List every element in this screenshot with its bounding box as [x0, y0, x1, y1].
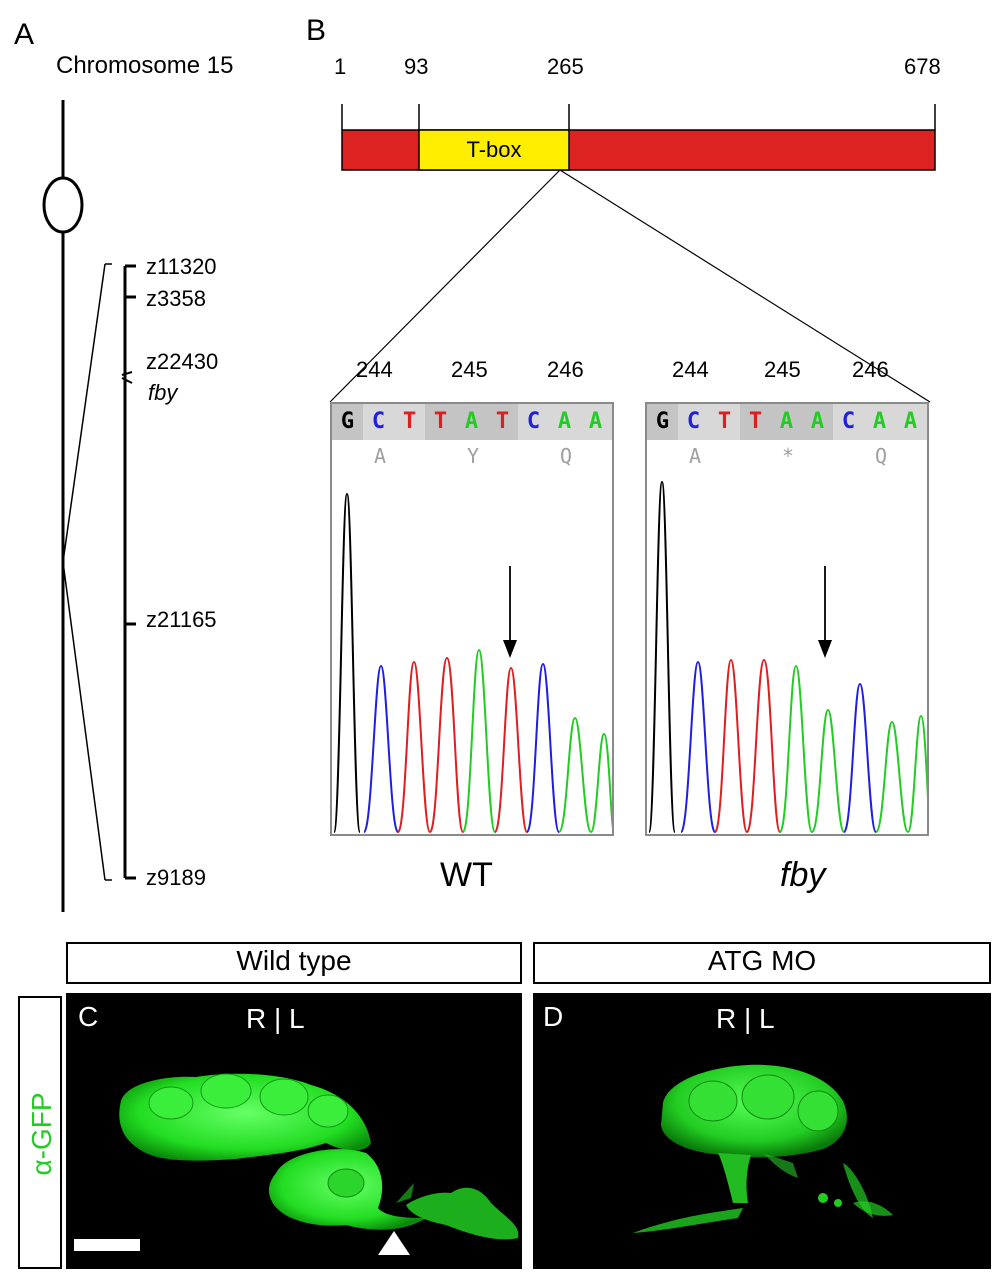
- base-call: C: [841, 409, 856, 434]
- gfp-signal: [74, 1073, 519, 1255]
- base-call: T: [425, 404, 456, 440]
- chromosome-title: Chromosome 15: [56, 52, 234, 79]
- base-call: T: [402, 409, 417, 434]
- stain-label-box: α-GFP: [18, 996, 62, 1269]
- base-call: A: [456, 404, 487, 440]
- base-call: G: [647, 404, 678, 440]
- trace-peaks: [648, 480, 927, 833]
- codon-number: 244: [672, 357, 709, 382]
- stain-label: α-GFP: [26, 1092, 57, 1176]
- base-call: C: [686, 409, 701, 434]
- micrograph-atg-mo: D R | L: [533, 993, 991, 1269]
- chromosome-map: [42, 100, 136, 912]
- panel-label-b: B: [306, 14, 327, 47]
- panel-label-d: D: [543, 1001, 564, 1032]
- orientation-label: R | L: [716, 1003, 775, 1034]
- marker-label: z9189: [146, 865, 206, 890]
- chromatogram-wt: G C T T A T C A A A Y Q: [330, 402, 614, 836]
- amino-acid: A: [373, 444, 387, 468]
- header-wild-type: Wild type: [66, 942, 522, 984]
- base-call: A: [771, 404, 802, 440]
- residue-position: 93: [404, 54, 429, 79]
- base-call: G: [332, 404, 363, 440]
- tbox-label: T-box: [466, 137, 522, 162]
- base-call: A: [588, 409, 603, 434]
- centromere: [42, 176, 84, 234]
- amino-acid: Y: [466, 444, 480, 468]
- marker-label: z11320: [146, 254, 217, 279]
- orientation-label: R | L: [246, 1003, 305, 1034]
- scale-bar: [74, 1239, 140, 1251]
- wt-label: WT: [440, 856, 493, 894]
- zoom-line-left: [329, 169, 561, 403]
- amino-acid: Q: [559, 444, 573, 468]
- fby-label: fby: [780, 856, 826, 894]
- tbox-domain: [418, 129, 570, 171]
- base-call: A: [872, 409, 887, 434]
- base-call: T: [717, 409, 732, 434]
- amino-acid: A: [688, 444, 702, 468]
- codon-number: 244: [356, 357, 393, 382]
- gfp-signal: [633, 1064, 893, 1233]
- marker-label: z3358: [146, 286, 206, 311]
- base-call: C: [526, 409, 541, 434]
- zoom-line-right: [559, 169, 931, 403]
- base-calls: G C T T A A C A A: [647, 404, 927, 440]
- residue-position: 678: [904, 54, 941, 79]
- micrograph-wild-type: C R | L: [66, 993, 522, 1269]
- protein-diagram: [329, 104, 936, 403]
- panel-label-c: C: [78, 1001, 99, 1032]
- marker-label: z21165: [146, 607, 217, 632]
- base-call: A: [557, 409, 572, 434]
- base-call: T: [487, 404, 518, 440]
- marker-label-fby: fby: [148, 380, 178, 405]
- base-call: A: [802, 404, 833, 440]
- codon-number: 246: [547, 357, 584, 382]
- residue-position: 265: [547, 54, 584, 79]
- codon-number: 245: [451, 357, 488, 382]
- panel-label-a: A: [14, 18, 35, 51]
- base-call: T: [740, 404, 771, 440]
- base-calls: G C T T A T C A A: [332, 404, 612, 440]
- trace-peaks: [333, 492, 612, 833]
- base-call: A: [903, 409, 918, 434]
- base-call: C: [371, 409, 386, 434]
- marker-label: z22430: [146, 349, 219, 374]
- header-atg-mo: ATG MO: [533, 942, 991, 984]
- arrowhead-marker: [378, 1231, 410, 1255]
- chromatogram-fby: G C T T A A C A A A * Q: [645, 402, 929, 836]
- residue-position: 1: [334, 54, 347, 79]
- codon-number: 246: [852, 357, 889, 382]
- amino-acid: *: [781, 444, 795, 468]
- zoom-lines: [62, 263, 106, 881]
- codon-number: 245: [764, 357, 801, 382]
- amino-acid: Q: [874, 444, 888, 468]
